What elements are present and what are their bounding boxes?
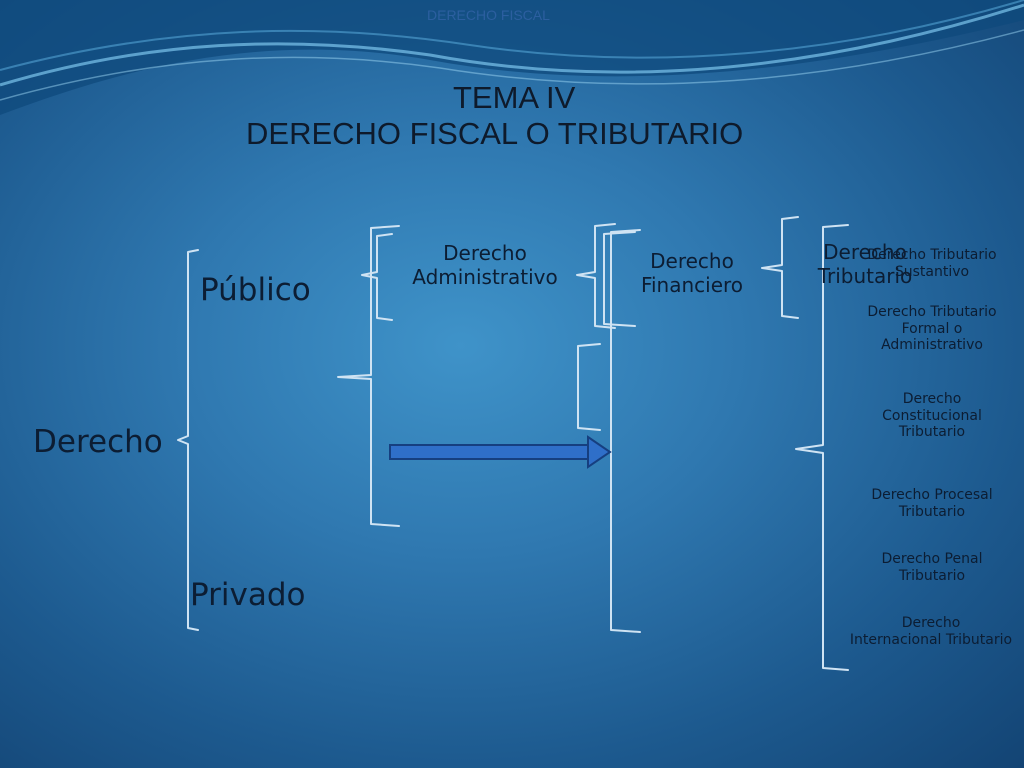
branch-formal-line1: Derecho Tributario <box>867 304 997 320</box>
brace-financiero-inner <box>603 231 636 327</box>
title-line2: DERECHO FISCAL O TRIBUTARIO <box>246 116 744 151</box>
branch-penal-line2: Tributario <box>898 567 966 584</box>
brace-publico <box>337 225 400 527</box>
brace-mid <box>577 343 601 431</box>
node-financiero: Derecho Financiero <box>628 249 756 297</box>
branch-penal-line1: Derecho Penal <box>881 551 983 567</box>
branch-constitucional-line1: Derecho <box>902 391 962 407</box>
branch-constitucional-line2: Constitucional <box>882 407 982 424</box>
branch-internacional-line1: Derecho <box>901 615 961 631</box>
node-tributario-line1: Derecho <box>823 240 907 264</box>
branch-formal-line3: Administrativo <box>881 337 983 354</box>
brace-long <box>610 229 641 633</box>
header-label: DERECHO FISCAL <box>427 7 550 23</box>
branch-formal: Derecho Tributario Formal o Administrati… <box>850 304 1014 354</box>
branch-sustantivo-line1: Derecho Tributario <box>867 247 997 263</box>
node-derecho: Derecho <box>33 424 163 460</box>
brace-tributario <box>761 216 799 319</box>
branch-constitucional: Derecho Constitucional Tributario <box>850 391 1014 441</box>
title-line1: TEMA IV <box>453 80 576 115</box>
node-tributario-line2: Tributario <box>817 263 913 288</box>
branch-formal-line2: Formal o <box>901 320 963 337</box>
node-financiero-line2: Financiero <box>640 272 744 297</box>
branch-constitucional-line3: Tributario <box>898 424 966 441</box>
branch-sustantivo: Derecho Tributario Sustantivo <box>850 247 1014 280</box>
node-privado: Privado <box>190 577 306 613</box>
branch-internacional: Derecho Internacional Tributario <box>840 615 1022 648</box>
brace-financiero <box>576 223 616 329</box>
node-financiero-line1: Derecho <box>650 249 734 273</box>
arrow-to-financiero <box>389 435 612 469</box>
branch-penal: Derecho Penal Tributario <box>850 551 1014 584</box>
branch-procesal-line2: Tributario <box>898 503 966 520</box>
branch-sustantivo-line2: Sustantivo <box>894 263 970 280</box>
brace-branches <box>795 224 849 671</box>
node-publico: Público <box>200 272 311 308</box>
branch-internacional-line2: Internacional Tributario <box>849 631 1013 648</box>
brace-administrativo <box>361 233 393 321</box>
node-administrativo-line1: Derecho <box>443 241 527 265</box>
branch-procesal: Derecho Procesal Tributario <box>850 487 1014 520</box>
node-administrativo-line2: Administrativo <box>412 264 558 289</box>
branch-procesal-line1: Derecho Procesal <box>871 487 993 503</box>
node-tributario: Derecho Tributario <box>806 240 924 288</box>
node-administrativo: Derecho Administrativo <box>400 241 570 289</box>
brace-derecho <box>177 249 199 631</box>
